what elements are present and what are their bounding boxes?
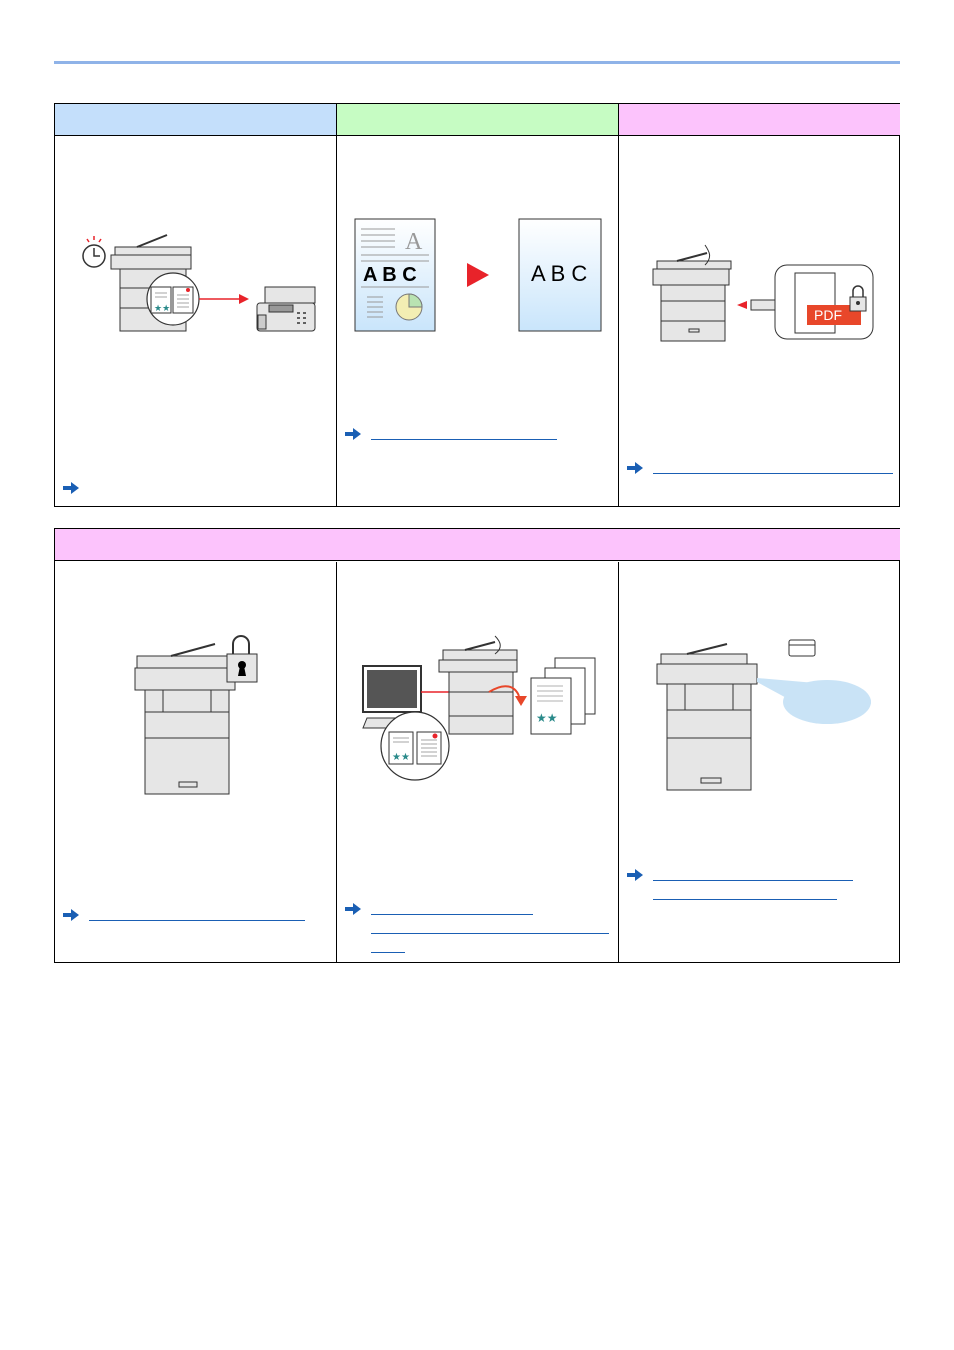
text-conversion-illustration: A A B C A B C [354,218,602,332]
link[interactable] [653,899,837,900]
padlock-icon [849,285,867,312]
header-cell-green [337,104,618,136]
abc-text-after: A B C [531,261,587,286]
red-arrow-icon [467,263,489,287]
cell-text-conversion: A A B C A B C [337,137,618,506]
cell-pc-print: ★★ ★★ [337,562,618,962]
scanner-illustration [652,244,732,342]
link[interactable] [371,933,609,934]
link[interactable] [89,920,305,921]
features-table-bottom: ★★ ★★ [54,528,900,963]
column-divider [618,104,619,506]
link-arrow-icon [627,462,643,474]
link[interactable] [371,952,405,953]
cell-security-lock [55,562,336,962]
svg-text:A: A [405,229,423,255]
document-stack-icon: ★★ [530,657,596,735]
column-divider [336,104,337,506]
encrypted-pdf-illustration: PDF [652,244,874,342]
link[interactable] [371,914,533,915]
printer-illustration [438,635,518,735]
pc-print-illustration: ★★ ★★ [362,635,596,781]
link[interactable] [653,880,853,881]
link-arrow-icon [345,428,361,440]
header-cell-pink [619,104,900,136]
features-table-top: ★★ [54,103,900,507]
column-divider [336,562,337,962]
document-zoom-icon: ★★ [380,711,450,781]
abc-text-before: A B C [363,264,417,286]
link-arrow-icon [63,482,79,494]
computer-icon [362,665,422,729]
svg-text:★★: ★★ [392,752,410,763]
link[interactable] [653,473,893,474]
svg-text:★★: ★★ [536,711,558,725]
cell-delayed-fax: ★★ [55,137,336,506]
link-arrow-icon [63,909,79,921]
card-authentication-illustration [656,639,871,791]
cell-card-authentication [619,562,900,962]
security-lock-illustration [134,635,258,795]
link-arrow-icon [627,869,643,881]
converted-page: A B C [518,218,602,332]
card-icon [788,639,816,657]
delayed-fax-illustration: ★★ [82,234,316,332]
header-cell-blue [55,104,336,136]
padlock-icon [226,635,258,683]
document-zoom-icon: ★★ [146,272,200,326]
pdf-label: PDF [814,307,842,323]
link[interactable] [371,439,557,440]
clock-icon [82,236,106,268]
link-arrow-icon [345,903,361,915]
cell-encrypted-pdf: PDF [619,137,900,506]
top-rule [54,61,900,64]
column-divider [618,562,619,962]
header-cell-pink [55,529,900,561]
original-page: A A B C [354,218,436,332]
fax-machine-icon [256,286,316,332]
printer-illustration [656,643,758,791]
svg-text:★★: ★★ [154,304,170,314]
